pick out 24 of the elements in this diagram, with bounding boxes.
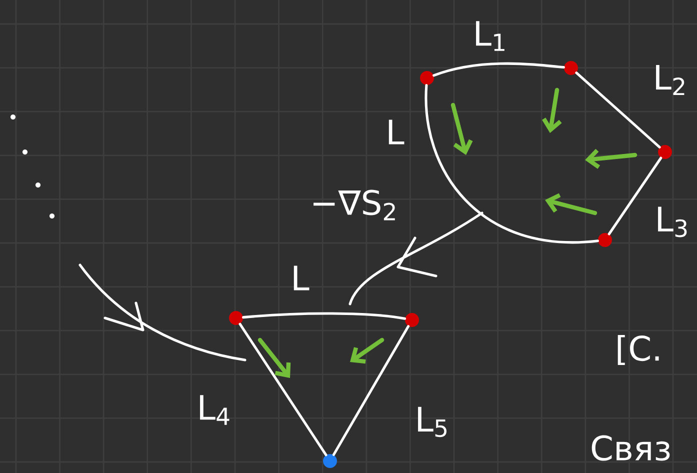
edge-label: L$_{2}$ (656, 64, 684, 96)
dot (405, 313, 419, 327)
edge-label: L$_{5}$ (418, 406, 446, 438)
line (238, 322, 328, 456)
dot (323, 454, 337, 468)
edge-label: L (388, 120, 404, 144)
dot (564, 61, 578, 75)
line (608, 156, 662, 236)
line (432, 62, 566, 77)
dot (420, 71, 434, 85)
dot (598, 233, 612, 247)
edge-label: L$_{4}$ (200, 395, 230, 425)
line (424, 84, 600, 244)
edge-label: L (294, 266, 310, 290)
line (575, 72, 661, 148)
handwritten-label: Связ (592, 435, 670, 461)
line (332, 325, 410, 456)
dot (658, 145, 672, 159)
edge-label: L$_{1}$ (476, 21, 504, 51)
handwritten-label: [С. (618, 334, 659, 366)
edge-label: L$_{3}$ (658, 206, 687, 238)
line (242, 312, 406, 320)
dot (229, 311, 243, 325)
handwritten-label: −∇S$_{2}$ (314, 190, 395, 220)
